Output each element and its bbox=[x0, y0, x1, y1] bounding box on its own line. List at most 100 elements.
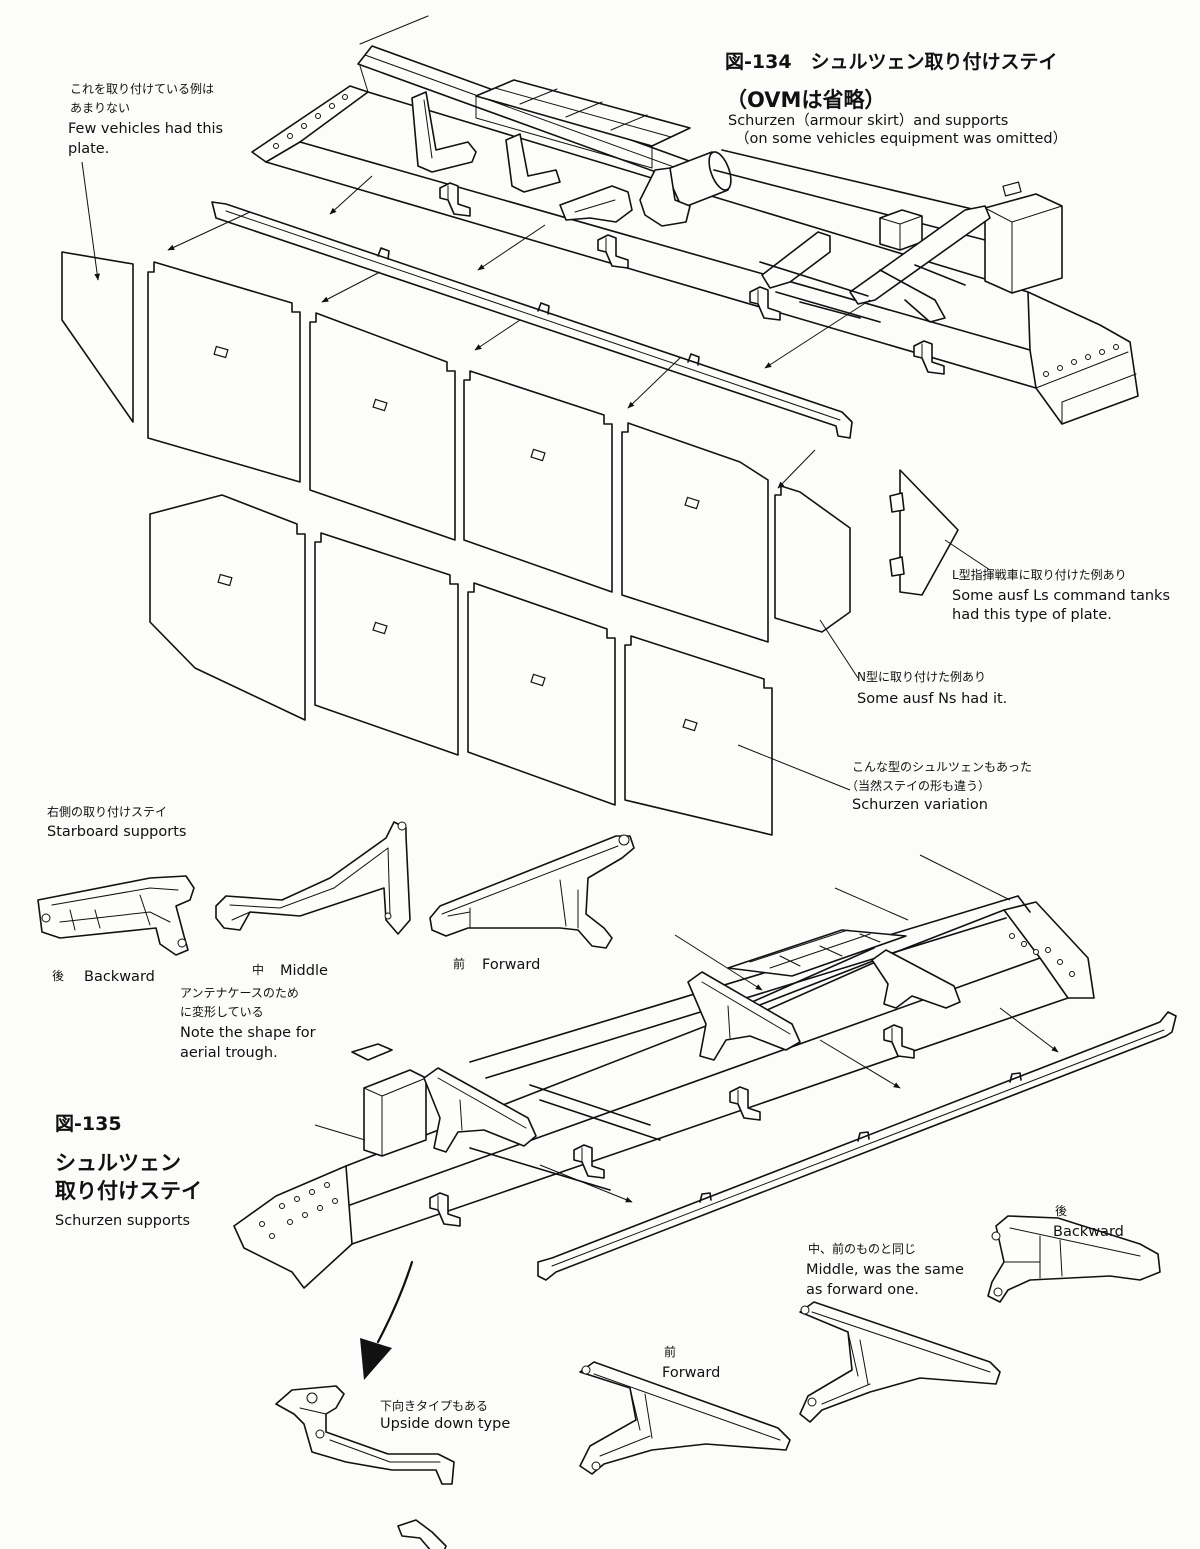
starboard-backward-jp: 後 bbox=[52, 969, 64, 983]
fig135-bracket-1-edge bbox=[437, 1077, 527, 1131]
fig135-rear-block-faces bbox=[363, 1077, 427, 1157]
leader-arrow bbox=[477, 224, 546, 271]
fig134-panel-row-2 bbox=[149, 494, 773, 836]
fig135-aerial-trough-dividers bbox=[749, 929, 881, 969]
starboard-backward-detail bbox=[51, 887, 179, 931]
leader-arrow bbox=[474, 319, 521, 351]
starboard-middle-en: Middle bbox=[280, 963, 328, 979]
fig134-rear-mudguard-bolts bbox=[1043, 344, 1119, 377]
front-plate-note-jp-1: これを取り付けている例は bbox=[70, 82, 214, 96]
fig135-aerial-trough bbox=[727, 929, 907, 977]
fig135-support-forward bbox=[579, 1361, 791, 1475]
fig134-bracket-6-leg bbox=[879, 264, 966, 323]
ausf-n-end-plate bbox=[774, 485, 851, 633]
fig135-cross-rods bbox=[469, 1084, 661, 1191]
leader-arrow bbox=[329, 175, 373, 215]
fig134-bracket-1-edge bbox=[423, 99, 433, 159]
panel-hole bbox=[372, 398, 388, 412]
fig134-small-box-faces bbox=[879, 215, 923, 251]
starboard-middle-note-jp-2: に変形している bbox=[180, 1004, 264, 1019]
fig134-rear-mudguard bbox=[1027, 291, 1139, 425]
bolt bbox=[41, 913, 51, 923]
fig134-bracket-5 bbox=[761, 231, 831, 289]
starboard-labels: 右側の取り付けステイ Starboard supports 後 Backward… bbox=[47, 804, 540, 1061]
bolt bbox=[177, 938, 187, 948]
fig135-front-fender-bolts bbox=[1009, 933, 1075, 977]
starboard-heading-en: Starboard supports bbox=[47, 824, 186, 840]
starboard-support-forward bbox=[429, 834, 635, 949]
starboard-forward-jp: 前 bbox=[453, 956, 465, 971]
fig134-hanger-rail bbox=[211, 201, 853, 439]
starboard-middle-note-en-1: Note the shape for bbox=[180, 1025, 316, 1041]
fig134-cross-rods bbox=[759, 261, 881, 323]
fig134-front-fender bbox=[251, 85, 369, 163]
bolt bbox=[807, 1397, 817, 1407]
fig134-bracket-3 bbox=[559, 185, 633, 223]
fig135-backward-en: Backward bbox=[1053, 1224, 1124, 1240]
fig134-hanger-rail-edge bbox=[225, 210, 841, 421]
fig135-hanger-hook bbox=[729, 1086, 761, 1121]
schurzen-panel-variation bbox=[467, 582, 616, 806]
fig134-hanger-rail-clips bbox=[377, 247, 700, 366]
leader-arrow bbox=[999, 1007, 1059, 1053]
schurzen-panel-variation bbox=[314, 532, 459, 756]
variation-note-jp-1: こんな型のシュルツェンもあった bbox=[852, 760, 1032, 774]
upside-down-outline bbox=[275, 1385, 455, 1485]
starboard-support-middle bbox=[215, 821, 411, 935]
upside-down-detail bbox=[299, 1407, 441, 1463]
fig134-crossbeam-edge bbox=[359, 54, 708, 180]
fig135-middle-outline bbox=[799, 1301, 1001, 1423]
panel-hole bbox=[530, 673, 546, 687]
leader-arrow bbox=[674, 934, 763, 991]
fig134-small-box bbox=[879, 209, 923, 251]
fig134-hanger-hook bbox=[439, 182, 471, 217]
schurzen-panel bbox=[621, 422, 769, 643]
starboard-middle-detail bbox=[229, 847, 391, 921]
ausf-l-plate-clips bbox=[889, 492, 905, 577]
starboard-forward-outline bbox=[429, 835, 635, 949]
bolt bbox=[991, 1231, 1001, 1241]
leader-arrow bbox=[321, 271, 381, 303]
fig134-bracket-1 bbox=[411, 91, 477, 173]
panel-hole bbox=[684, 496, 700, 510]
fig135-title-en: Schurzen supports bbox=[55, 1213, 190, 1229]
front-plate-note-jp-2: あまりない bbox=[70, 101, 130, 115]
fig134-leader-lines bbox=[81, 161, 991, 791]
schurzen-panel bbox=[309, 312, 456, 541]
fig134-hanger-hook bbox=[597, 234, 629, 269]
fig135-middle-jp: 中、前のものと同じ bbox=[808, 1241, 916, 1256]
fig134-rear-mudguard-fold bbox=[1035, 351, 1137, 425]
front-extension-plate bbox=[61, 251, 134, 423]
ausf-l-side-plate bbox=[889, 469, 959, 596]
fig135-forward-en: Forward bbox=[662, 1365, 720, 1381]
fig135-support-middle bbox=[799, 1301, 1001, 1423]
fig135-rear-mudguard-bolts bbox=[259, 1182, 338, 1239]
panel-hole bbox=[530, 448, 546, 462]
fig135-hanger-rail-bar bbox=[537, 1011, 1177, 1281]
leader-line bbox=[944, 539, 991, 571]
fig135-backward-jp: 後 bbox=[1055, 1204, 1067, 1218]
fig135-title-jp-2: 取り付けステイ bbox=[55, 1179, 202, 1203]
fig134-rear-box-faces bbox=[984, 205, 1063, 294]
fig134-bracket-4 bbox=[639, 167, 691, 227]
upside-down-en: Upside down type bbox=[380, 1416, 510, 1432]
starboard-forward-detail bbox=[441, 845, 619, 929]
fig135-rear-block bbox=[363, 1069, 427, 1157]
leader-line bbox=[834, 887, 909, 921]
bolt bbox=[618, 834, 630, 846]
leader-line bbox=[314, 1124, 366, 1141]
starboard-middle-note-jp-1: アンテナケースのため bbox=[180, 986, 299, 1000]
fig135-middle-en-2: as forward one. bbox=[806, 1282, 919, 1298]
bolt bbox=[591, 1461, 601, 1471]
leader-line bbox=[819, 619, 859, 679]
variation-note-jp-2: （当然ステイの形も違う） bbox=[846, 778, 990, 793]
fig135-hanger-hook bbox=[429, 1192, 461, 1227]
leader-arrow bbox=[819, 1039, 901, 1089]
pointer-arrow-shaft bbox=[376, 1260, 414, 1344]
fig135-forward-detail bbox=[593, 1373, 781, 1457]
fig135-hanger-hook bbox=[883, 1024, 915, 1059]
leader-line bbox=[919, 854, 1011, 901]
fig135-backward-detail bbox=[1004, 1227, 1141, 1279]
fig135-forward-outline bbox=[579, 1361, 791, 1475]
